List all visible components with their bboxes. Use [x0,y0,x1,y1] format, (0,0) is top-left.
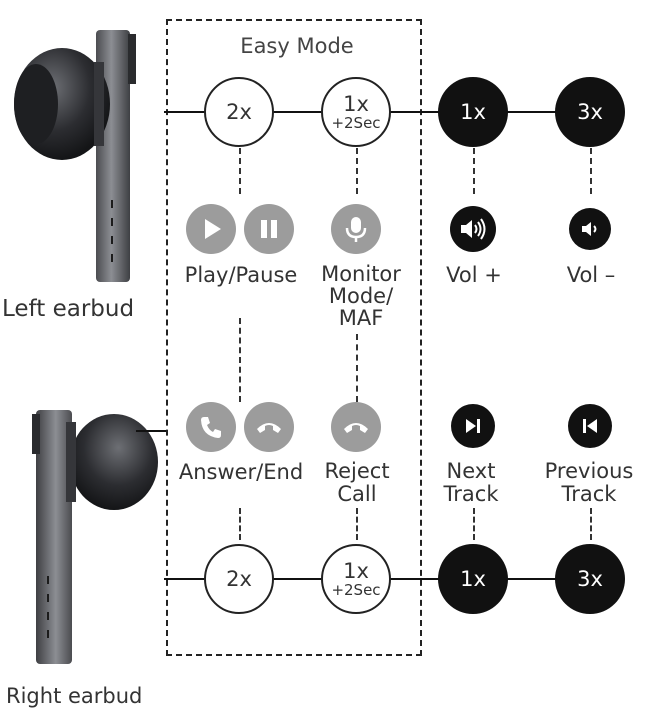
previous-track-label: Previous Track [545,460,634,506]
left-earbud-image [14,30,136,282]
reject-call-line-2: Call [337,482,377,506]
reject-call-line-1: Reject [324,459,390,483]
right-tap-3x: 3x [555,544,625,614]
dash-col2-top [356,148,358,194]
left-tap-1x: 1x [438,77,508,147]
easy-mode-label: Easy Mode [240,34,354,58]
dash-col2-bot [356,508,358,540]
reject-call-label: Reject Call [324,460,389,506]
easy-mode-box [166,19,422,656]
pause-icon [244,204,294,254]
monitor-mode-label: Monitor Mode/ MAF [321,263,401,329]
previous-track-line-2: Track [561,482,617,506]
right-tap-1x-hold: 1x +2Sec [321,544,391,614]
right-earbud-label: Right earbud [6,684,143,708]
next-track-label: Next Track [444,460,499,506]
previous-track-line-1: Previous [544,459,634,483]
dash-col3-top [473,148,475,194]
vol-down-label: Vol – [566,263,616,287]
next-track-icon [451,404,495,448]
dash-col3-bot [473,508,475,540]
dash-col1-top [239,148,241,194]
dash-col1-bot [239,508,241,540]
dash-col4-top [590,148,592,194]
dash-col1-mid [239,318,241,402]
volume-down-icon [569,208,611,250]
dash-col2-mid [356,334,358,402]
answer-call-icon [186,402,236,452]
dash-col4-bot [590,508,592,540]
left-tap-1x-hold: 1x +2Sec [321,77,391,147]
answer-end-label: Answer/End [178,460,304,484]
left-tap-3x: 3x [555,77,625,147]
volume-up-icon [450,206,496,252]
reject-call-icon [331,402,381,452]
previous-track-icon [568,404,612,448]
monitor-mode-line-3: MAF [338,306,384,330]
end-call-icon [244,402,294,452]
monitor-mode-line-1: Monitor [321,262,401,286]
monitor-mode-line-2: Mode/ [328,284,394,308]
right-connector-line [136,430,166,432]
left-tap-2x: 2x [204,77,274,147]
play-pause-label: Play/Pause [184,263,298,287]
next-track-line-2: Track [443,482,499,506]
right-earbud-image [32,410,158,664]
left-earbud-label: Left earbud [2,296,135,322]
vol-up-label: Vol + [446,263,502,287]
microphone-icon [331,204,381,254]
play-icon [186,204,236,254]
next-track-line-1: Next [446,459,496,483]
right-tap-1x: 1x [438,544,508,614]
right-tap-2x: 2x [204,544,274,614]
